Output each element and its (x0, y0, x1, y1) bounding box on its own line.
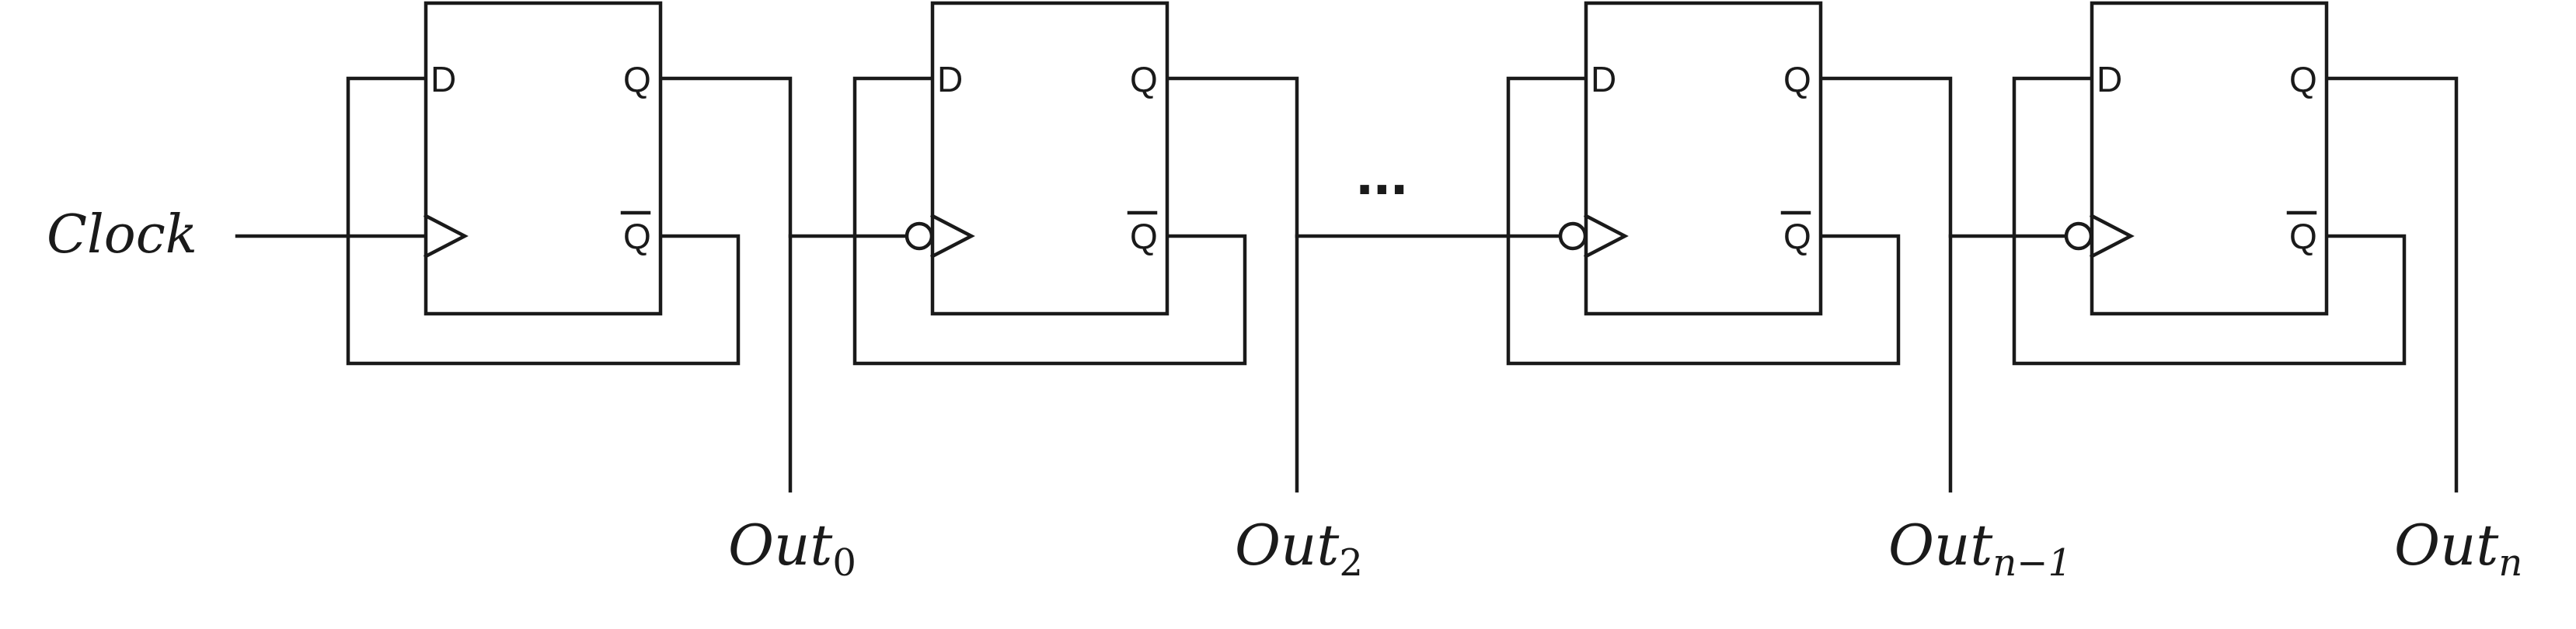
output-label-subscript: 0 (832, 541, 856, 585)
output-label-subscript: n−1 (1992, 541, 2072, 585)
pin-label-q-bar: Q (623, 216, 651, 256)
q-output-wire (658, 76, 793, 493)
clock-triangle-icon (1583, 213, 1629, 259)
output-label: Outn−1 (1888, 513, 2072, 585)
pin-label-q-bar: Q (2289, 216, 2317, 256)
output-label: Out2 (1235, 513, 1363, 585)
flip-flop-box (930, 1, 1169, 316)
flip-flop-box (424, 1, 663, 316)
output-label-base: Out (1235, 513, 1340, 578)
output-label: Outn (2394, 513, 2522, 585)
inverter-bubble-icon (2064, 221, 2093, 251)
clock-label: Clock (47, 204, 197, 266)
clock-triangle-icon (2089, 213, 2135, 259)
output-label-base: Out (1888, 513, 1993, 578)
output-label-subscript: 2 (1339, 541, 1363, 585)
pin-label-q-bar: Q (1130, 216, 1158, 256)
clock-triangle-icon (929, 213, 975, 259)
flip-flop-box (2090, 1, 2329, 316)
inverter-bubble-icon (905, 221, 934, 251)
pin-label-q: Q (1130, 59, 1158, 99)
output-label-base: Out (728, 513, 833, 578)
pin-label-d: D (937, 59, 963, 99)
q-output-wire (1818, 76, 1953, 493)
ellipsis-dots: ... (1356, 138, 1408, 207)
pin-label-q-bar: Q (1783, 216, 1811, 256)
feedback-wire (2012, 76, 2407, 366)
pin-label-d: D (430, 59, 456, 99)
inverter-bubble-icon (1558, 221, 1588, 251)
pin-label-q: Q (1783, 59, 1811, 99)
output-label-base: Out (2394, 513, 2499, 578)
feedback-wire (1506, 76, 1901, 366)
pin-label-d: D (1591, 59, 1616, 99)
flip-flop-box (1584, 1, 1823, 316)
output-label: Out0 (728, 513, 856, 585)
q-output-wire (1165, 76, 1299, 493)
feedback-wire (852, 76, 1247, 366)
feedback-wire (346, 76, 741, 366)
pin-label-q: Q (2289, 59, 2317, 99)
pin-label-d: D (2097, 59, 2122, 99)
clock-triangle-icon (423, 213, 469, 259)
q-output-wire (2324, 76, 2459, 493)
output-label-subscript: n (2498, 541, 2522, 585)
pin-label-q: Q (623, 59, 651, 99)
